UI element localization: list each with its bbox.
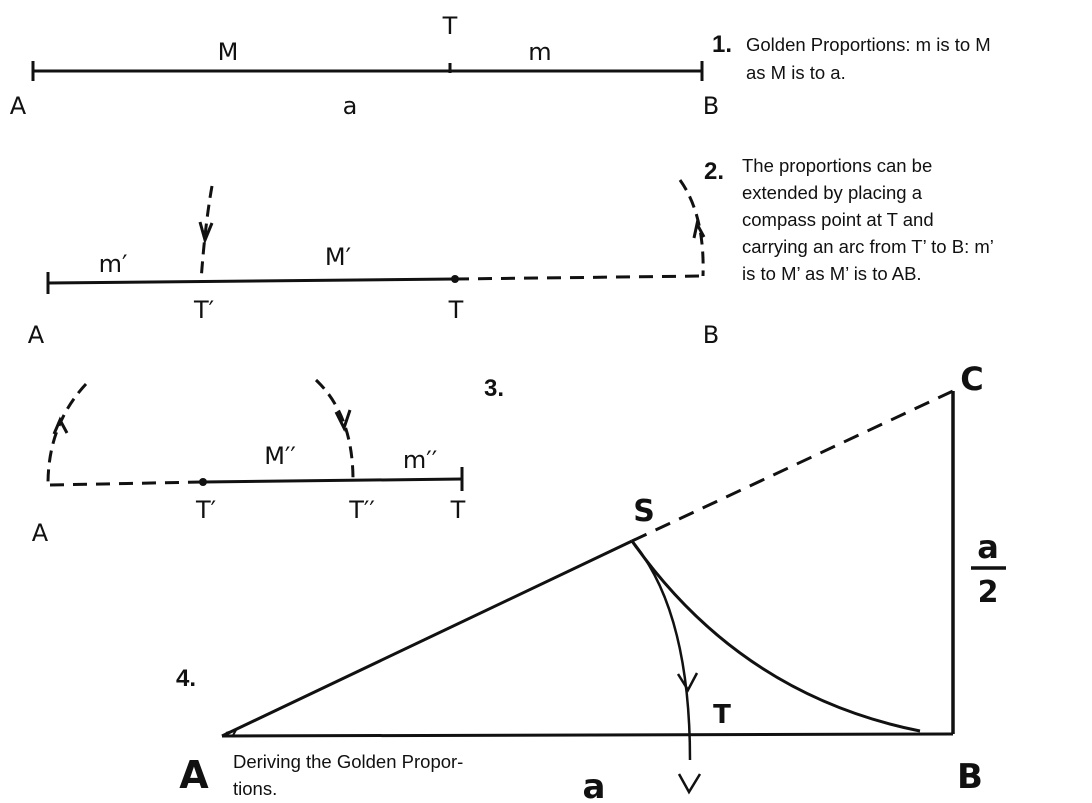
- label-M-double-prime: M′′: [264, 442, 296, 470]
- label-B: B: [703, 321, 719, 349]
- arc-S-to-T: [631, 540, 692, 761]
- label-A: A: [32, 519, 49, 547]
- arc-to-T-prime: [199, 185, 214, 282]
- arc-from-A: [46, 382, 88, 485]
- dashed-segment-A-T-prime: [49, 480, 204, 487]
- corner-mark-A: [225, 728, 239, 738]
- segment-A-T: [47, 277, 456, 285]
- figure-number: 4.: [176, 665, 196, 692]
- figure-2: m′ M′ T′ T A B 2. The proportions can be…: [28, 155, 994, 349]
- label-A: A: [179, 753, 209, 797]
- hypotenuse-AS: [221, 539, 633, 738]
- label-A: A: [10, 92, 27, 120]
- label-M-prime: M′: [325, 243, 351, 271]
- arc-arrowhead-up: [692, 219, 706, 239]
- label-A: A: [28, 321, 45, 349]
- dashed-segment-T-B: [454, 274, 704, 281]
- caption-line-2: as M is to a.: [746, 62, 846, 83]
- label-m-double-prime: m′′: [403, 446, 437, 474]
- caption-line-5: is to M’ as M’ is to AB.: [742, 263, 922, 284]
- caption-line-4: carrying an arc from T’ to B: m’: [742, 236, 994, 257]
- segment-T-prime-T: [202, 477, 463, 484]
- compass-point-T-prime: [199, 478, 207, 486]
- arc-to-T-double-prime: [314, 378, 355, 481]
- label-a: a: [583, 767, 606, 803]
- arc-arrowhead-end: [677, 773, 702, 795]
- figure-number: 3.: [484, 375, 504, 402]
- label-T-prime: T′: [193, 296, 214, 324]
- figure-number: 1.: [712, 31, 732, 58]
- caption-line-2: extended by placing a: [742, 182, 923, 203]
- figure-3: M′′ m′′ T′ T′′ T A 3.: [32, 375, 504, 547]
- arc-S-to-B: [630, 540, 921, 733]
- label-T: T: [448, 296, 464, 324]
- arc-arrowhead-up: [52, 416, 69, 435]
- arc-arrowhead-down: [198, 221, 214, 245]
- label-T-double-prime: T′′: [348, 496, 375, 524]
- label-C: C: [960, 360, 983, 398]
- figure-4: S C T A B a a 2 4. Deriving the Golden P…: [176, 360, 1006, 803]
- caption-line-1: The proportions can be: [742, 155, 932, 176]
- label-m: m: [528, 38, 551, 66]
- figure-number: 2.: [704, 158, 724, 185]
- caption-line-3: compass point at T and: [742, 209, 934, 230]
- arc-arrowhead-down: [334, 409, 352, 432]
- label-T: T: [442, 12, 458, 40]
- label-a-over-2: a 2: [971, 528, 1006, 610]
- label-T-prime: T′: [195, 496, 216, 524]
- label-m-prime: m′: [99, 250, 128, 278]
- arc-arrowhead-mid: [676, 672, 699, 693]
- caption-line-2: tions.: [233, 778, 277, 799]
- caption-line-1: Deriving the Golden Propor-: [233, 751, 463, 772]
- label-a: a: [343, 92, 358, 120]
- label-S: S: [633, 494, 655, 529]
- fraction-denominator: 2: [978, 575, 999, 610]
- base-AB: [221, 732, 954, 738]
- compass-point-T: [451, 275, 459, 283]
- label-B: B: [703, 92, 719, 120]
- caption-line-1: Golden Proportions: m is to M: [746, 34, 991, 55]
- arc-from-B: [678, 179, 705, 277]
- label-B: B: [957, 757, 983, 797]
- figure-1: T M m A a B 1. Golden Proportions: m is …: [10, 12, 991, 120]
- label-T: T: [450, 496, 466, 524]
- fraction-numerator: a: [977, 528, 999, 566]
- dashed-hypotenuse-SC: [631, 389, 954, 543]
- label-M: M: [218, 38, 239, 66]
- label-T: T: [713, 700, 731, 730]
